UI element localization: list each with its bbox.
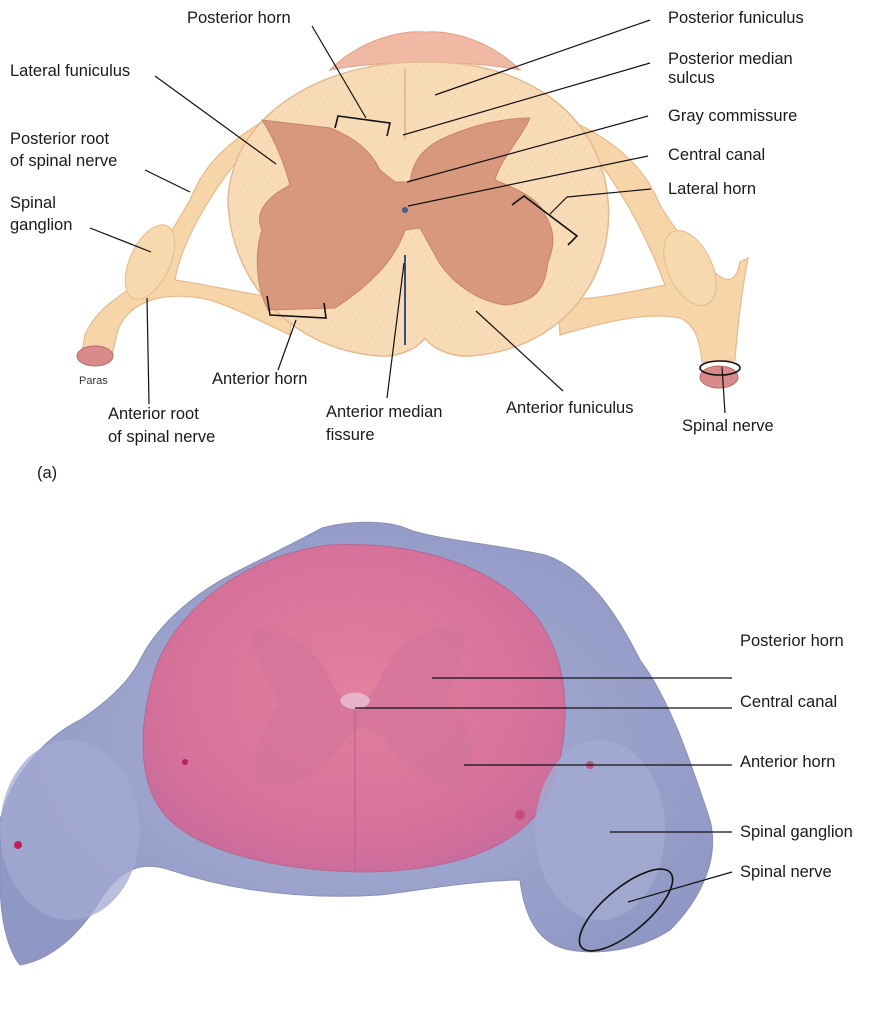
label-posterior-median-sulcus-2: sulcus [668,69,715,87]
label-spinal-ganglion-2: ganglion [10,216,72,234]
label-lateral-horn: Lateral horn [668,180,756,198]
label-gray-commissure: Gray commissure [668,107,797,125]
label-posterior-root-1: Posterior root [10,130,109,148]
label-anterior-horn: Anterior horn [212,370,307,388]
label-spinal-nerve-a: Spinal nerve [682,417,774,435]
label-posterior-median-sulcus-1: Posterior median [668,50,793,68]
panel-a-illustration: Posterior horn Posterior funiculus Poste… [10,9,804,482]
label-anterior-root-2: of spinal nerve [108,428,215,446]
label-central-canal: Central canal [668,146,765,164]
label-b-posterior-horn: Posterior horn [740,632,844,650]
panel-b-micrograph: Posterior horn Central canal Anterior ho… [0,522,853,965]
label-b-spinal-ganglion: Spinal ganglion [740,823,853,841]
artist-credit: Paras [79,375,108,387]
label-b-spinal-nerve: Spinal nerve [740,863,832,881]
label-posterior-funiculus: Posterior funiculus [668,9,804,27]
label-posterior-root-2: of spinal nerve [10,152,117,170]
label-anterior-median-fissure-1: Anterior median [326,403,442,421]
label-b-central-canal: Central canal [740,693,837,711]
label-posterior-horn: Posterior horn [187,9,291,27]
label-anterior-funiculus: Anterior funiculus [506,399,633,417]
panel-a-label: (a) [37,464,57,482]
label-b-anterior-horn: Anterior horn [740,753,835,771]
label-lateral-funiculus: Lateral funiculus [10,62,130,80]
ganglion-stain [535,740,665,920]
label-anterior-median-fissure-2: fissure [326,426,375,444]
label-spinal-ganglion-1: Spinal [10,194,56,212]
central-canal-dot [402,207,408,213]
label-anterior-root-1: Anterior root [108,405,199,423]
